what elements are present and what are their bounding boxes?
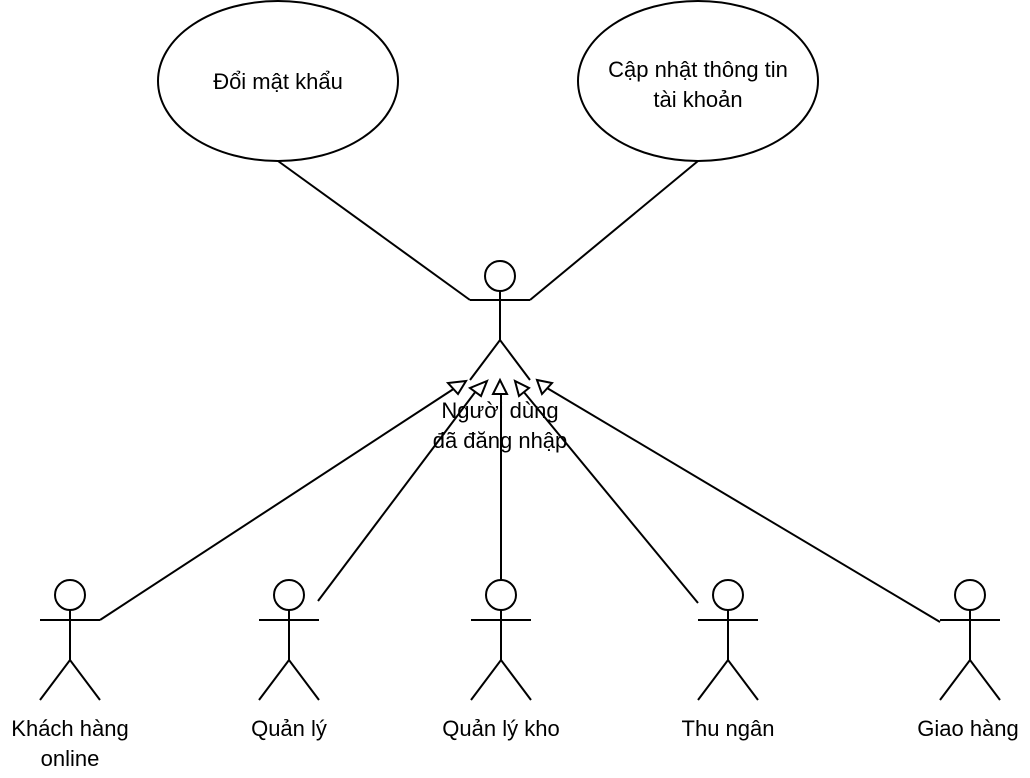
use-case-label: Đổi mật khẩu bbox=[213, 69, 343, 94]
actor-label: Thu ngân bbox=[682, 716, 775, 741]
association-update-account bbox=[529, 160, 699, 301]
actor-delivery[interactable]: Giao hàng bbox=[917, 579, 1019, 741]
use-case-ellipse bbox=[157, 0, 399, 162]
actor-cashier[interactable]: Thu ngân bbox=[682, 579, 775, 741]
arrowhead-delivery bbox=[535, 378, 554, 396]
actor-online-customer[interactable]: Khách hàng online bbox=[11, 579, 129, 771]
generalization-cashier bbox=[522, 390, 699, 604]
actor-logged-in-user[interactable] bbox=[469, 260, 531, 381]
actor-head bbox=[954, 579, 986, 611]
actor-label-line-2: online bbox=[41, 746, 100, 771]
actor-label: Quản lý kho bbox=[442, 716, 559, 741]
actor-label-line-1: Khách hàng bbox=[11, 716, 128, 741]
arrowhead-cashier bbox=[513, 379, 531, 398]
arrowhead-online-customer bbox=[445, 379, 468, 396]
actor-legs bbox=[470, 658, 532, 701]
actor-manager[interactable]: Quản lý bbox=[251, 579, 327, 741]
use-case-update-account[interactable]: Cập nhật thông tin tài khoản bbox=[577, 0, 819, 162]
actor-warehouse-manager[interactable]: Quản lý kho bbox=[442, 579, 560, 741]
association-change-password bbox=[277, 160, 471, 301]
use-case-ellipse bbox=[577, 0, 819, 162]
use-case-change-password[interactable]: Đổi mật khẩu bbox=[157, 0, 399, 162]
actor-label-line-1: Người dùng bbox=[441, 398, 558, 423]
generalization-online-customer bbox=[99, 387, 456, 621]
actor-label-line-2: đã đăng nhập bbox=[433, 428, 568, 453]
actor-legs bbox=[469, 338, 531, 381]
use-case-label-line-2: tài khoản bbox=[653, 87, 742, 112]
actor-head bbox=[485, 579, 517, 611]
actor-label: Quản lý bbox=[251, 716, 327, 741]
arrowhead-warehouse-manager bbox=[491, 377, 509, 395]
actor-head bbox=[484, 260, 516, 292]
actor-label: Giao hàng bbox=[917, 716, 1019, 741]
actor-legs bbox=[258, 658, 320, 701]
use-case-label-line-1: Cập nhật thông tin bbox=[608, 57, 788, 82]
actor-legs bbox=[697, 658, 759, 701]
actor-head bbox=[712, 579, 744, 611]
actor-legs bbox=[39, 658, 101, 701]
generalization-manager bbox=[317, 390, 477, 602]
actor-head bbox=[54, 579, 86, 611]
actor-legs bbox=[939, 658, 1001, 701]
actor-head bbox=[273, 579, 305, 611]
generalization-delivery bbox=[546, 387, 941, 623]
arrowhead-manager bbox=[467, 379, 489, 398]
